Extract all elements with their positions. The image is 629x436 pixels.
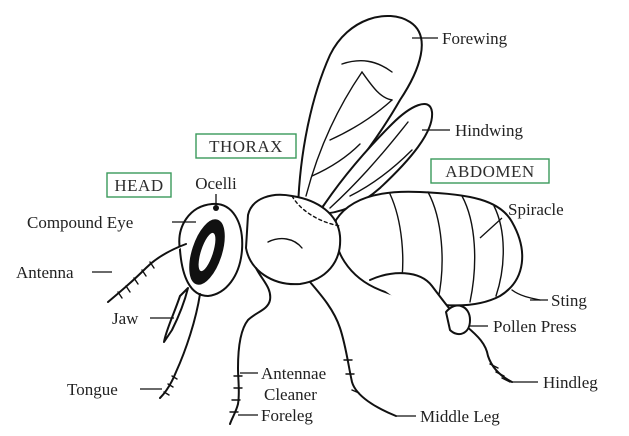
section-abdomen: ABDOMEN: [431, 159, 549, 183]
label-compound-eye: Compound Eye: [27, 213, 133, 232]
label-spiracle: Spiracle: [508, 200, 564, 219]
section-head-label: HEAD: [114, 176, 163, 195]
section-thorax-label: THORAX: [209, 137, 283, 156]
label-antenna: Antenna: [16, 263, 74, 282]
label-antennae-cleaner-line1: Antennae: [261, 364, 326, 383]
label-antennae-cleaner-line2: Cleaner: [264, 385, 317, 404]
label-tongue: Tongue: [67, 380, 118, 399]
label-jaw: Jaw: [112, 309, 139, 328]
label-hindwing: Hindwing: [455, 121, 524, 140]
head: [179, 204, 242, 296]
label-ocelli: Ocelli: [195, 174, 237, 193]
middle-leg-drawing: [310, 282, 396, 416]
section-abdomen-label: ABDOMEN: [445, 162, 534, 181]
label-middle-leg: Middle Leg: [420, 407, 500, 426]
section-head: HEAD: [107, 173, 171, 197]
mouthparts: [160, 288, 200, 398]
antenna: [108, 244, 186, 302]
section-thorax: THORAX: [196, 134, 296, 158]
label-sting: Sting: [551, 291, 587, 310]
label-pollen-press: Pollen Press: [493, 317, 577, 336]
label-hindleg: Hindleg: [543, 373, 598, 392]
label-foreleg: Foreleg: [261, 406, 313, 425]
label-forewing: Forewing: [442, 29, 508, 48]
